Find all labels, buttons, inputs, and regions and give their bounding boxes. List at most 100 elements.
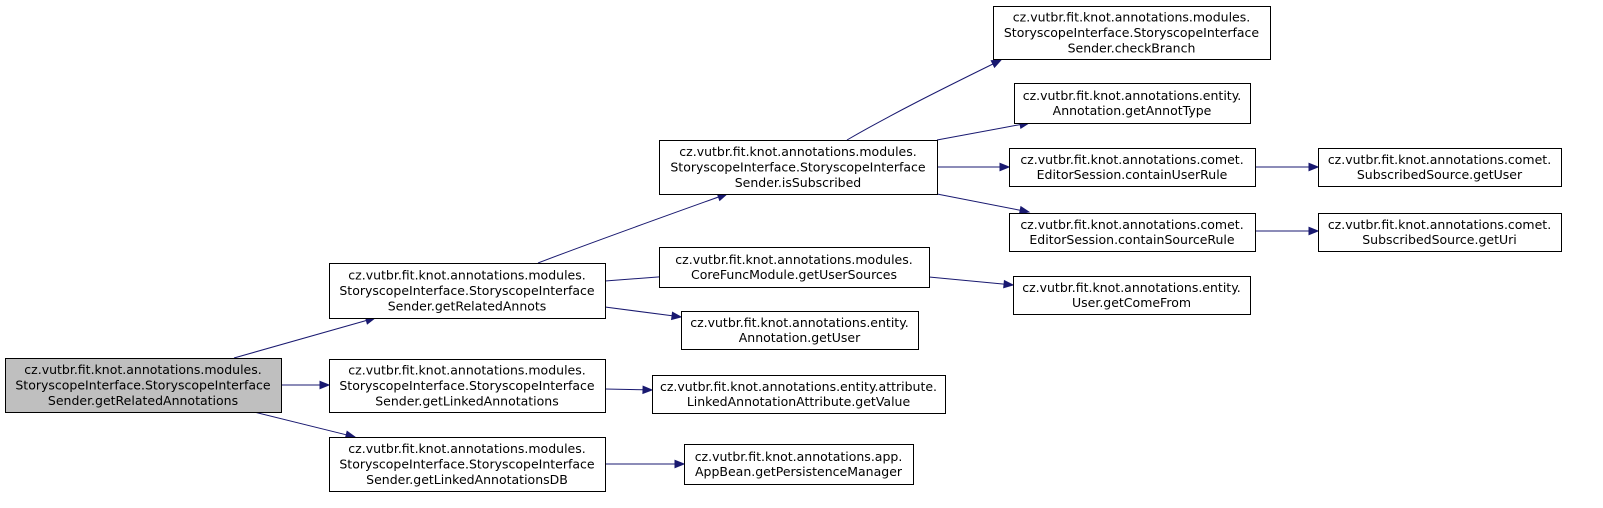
edge-root-to-getlinkedannotationsdb <box>253 411 357 439</box>
edge-arrowhead <box>1003 279 1015 289</box>
node-label-line: StoryscopeInterface.StoryscopeInterface <box>670 160 926 175</box>
node-label-line: StoryscopeInterface.StoryscopeInterface <box>339 378 595 393</box>
node-label-line: Sender.getRelatedAnnotations <box>48 393 238 408</box>
edge-line <box>928 276 1005 285</box>
edge-line <box>253 411 347 436</box>
node-box <box>1318 213 1562 252</box>
edge-containsourcerule-to-subscribedsource-geturi <box>1255 226 1320 236</box>
edge-arrowhead <box>674 459 686 469</box>
node-label-line: LinkedAnnotationAttribute.getValue <box>687 394 911 409</box>
node-box <box>659 247 930 288</box>
node-getlinkedannotationsdb[interactable]: cz.vutbr.fit.knot.annotations.modules.St… <box>329 437 606 492</box>
edge-issubscribed-to-checkbranch <box>846 59 1003 141</box>
node-subscribedsource-geturi[interactable]: cz.vutbr.fit.knot.annotations.comet.Subs… <box>1318 213 1562 252</box>
node-box <box>993 6 1271 60</box>
node-box <box>684 444 914 485</box>
node-label-line: cz.vutbr.fit.knot.annotations.comet. <box>1328 152 1551 167</box>
node-subscribedsource-getuser[interactable]: cz.vutbr.fit.knot.annotations.comet.Subs… <box>1318 148 1562 187</box>
node-getvalue[interactable]: cz.vutbr.fit.knot.annotations.entity.att… <box>652 375 946 414</box>
node-label-line: cz.vutbr.fit.knot.annotations.modules. <box>1013 10 1250 25</box>
node-getannottype[interactable]: cz.vutbr.fit.knot.annotations.entity.Ann… <box>1014 83 1251 124</box>
node-label-line: AppBean.getPersistenceManager <box>695 464 903 479</box>
node-box <box>681 311 919 350</box>
node-label-line: cz.vutbr.fit.knot.annotations.entity. <box>690 315 909 330</box>
edge-getlinkedannotationsdb-to-getpersistencemanager <box>605 459 686 469</box>
node-label-line: StoryscopeInterface.StoryscopeInterface <box>339 283 595 298</box>
node-label-line: Annotation.getAnnotType <box>1053 103 1212 118</box>
edge-arrowhead <box>671 311 683 321</box>
edge-issubscribed-to-containsourcerule <box>936 193 1031 215</box>
node-box <box>1009 213 1256 252</box>
edge-line <box>604 306 673 317</box>
edge-arrowhead <box>999 162 1011 172</box>
node-box <box>329 359 606 413</box>
node-label-line: User.getComeFrom <box>1072 295 1191 310</box>
edge-line <box>936 124 1021 141</box>
node-label-line: cz.vutbr.fit.knot.annotations.modules. <box>348 268 585 283</box>
node-getusersources[interactable]: cz.vutbr.fit.knot.annotations.modules.Co… <box>659 247 930 288</box>
edge-arrowhead <box>1308 226 1320 236</box>
edge-layer <box>233 59 1320 469</box>
node-box <box>659 140 938 195</box>
edge-line <box>233 320 367 359</box>
edge-line <box>604 388 644 391</box>
node-label-line: cz.vutbr.fit.knot.annotations.modules. <box>679 144 916 159</box>
node-box <box>1009 148 1256 187</box>
edge-line <box>936 193 1021 211</box>
node-label-line: cz.vutbr.fit.knot.annotations.entity. <box>1023 88 1242 103</box>
edge-line <box>604 276 662 282</box>
node-label-line: StoryscopeInterface.StoryscopeInterface <box>339 457 595 472</box>
edge-arrowhead <box>990 59 1003 69</box>
node-box <box>5 358 282 413</box>
edge-getrelatedannots-to-issubscribed <box>537 193 729 264</box>
node-label-line: Sender.isSubscribed <box>735 175 861 190</box>
edge-getusersources-to-getcomefrom <box>928 276 1015 289</box>
node-label-line: cz.vutbr.fit.knot.annotations.app. <box>695 449 903 464</box>
node-label-line: cz.vutbr.fit.knot.annotations.modules. <box>24 362 261 377</box>
node-label-line: Sender.getRelatedAnnots <box>388 298 547 313</box>
node-getpersistencemanager[interactable]: cz.vutbr.fit.knot.annotations.app.AppBea… <box>684 444 914 485</box>
node-getrelatedannots[interactable]: cz.vutbr.fit.knot.annotations.modules.St… <box>329 263 606 319</box>
edge-arrowhead <box>319 380 331 390</box>
node-layer: cz.vutbr.fit.knot.annotations.modules.St… <box>5 6 1562 492</box>
node-label-line: StoryscopeInterface.StoryscopeInterface <box>15 378 271 393</box>
node-label-line: cz.vutbr.fit.knot.annotations.comet. <box>1020 217 1243 232</box>
edge-root-to-getrelatedannots <box>233 316 377 359</box>
node-label-line: CoreFuncModule.getUserSources <box>691 267 897 282</box>
edge-arrowhead <box>1018 205 1031 215</box>
node-label-line: cz.vutbr.fit.knot.annotations.entity. <box>1022 280 1241 295</box>
node-box <box>329 263 606 319</box>
node-getlinkedannotations[interactable]: cz.vutbr.fit.knot.annotations.modules.St… <box>329 359 606 413</box>
node-issubscribed[interactable]: cz.vutbr.fit.knot.annotations.modules.St… <box>659 140 938 195</box>
node-label-line: Sender.getLinkedAnnotationsDB <box>366 472 568 487</box>
node-box <box>1014 83 1251 124</box>
edge-line <box>846 63 994 141</box>
edge-containuserrule-to-subscribedsource-getuser <box>1255 162 1320 172</box>
node-containuserrule[interactable]: cz.vutbr.fit.knot.annotations.comet.Edit… <box>1009 148 1256 187</box>
node-containsourcerule[interactable]: cz.vutbr.fit.knot.annotations.comet.Edit… <box>1009 213 1256 252</box>
node-label-line: cz.vutbr.fit.knot.annotations.modules. <box>675 252 912 267</box>
node-checkbranch[interactable]: cz.vutbr.fit.knot.annotations.modules.St… <box>993 6 1271 60</box>
node-label-line: StoryscopeInterface.StoryscopeInterface <box>1004 25 1260 40</box>
edge-getlinkedannotations-to-getvalue <box>604 385 654 395</box>
node-label-line: SubscribedSource.getUser <box>1357 167 1523 182</box>
edge-issubscribed-to-containuserrule <box>937 162 1011 172</box>
node-label-line: EditorSession.containUserRule <box>1037 167 1228 182</box>
node-root[interactable]: cz.vutbr.fit.knot.annotations.modules.St… <box>5 358 282 413</box>
node-label-line: SubscribedSource.getUri <box>1362 232 1517 247</box>
node-label-line: cz.vutbr.fit.knot.annotations.modules. <box>348 441 585 456</box>
edge-getrelatedannots-to-annotation-getuser <box>604 306 683 321</box>
node-label-line: cz.vutbr.fit.knot.annotations.comet. <box>1020 152 1243 167</box>
node-label-line: cz.vutbr.fit.knot.annotations.comet. <box>1328 217 1551 232</box>
edge-arrowhead <box>1308 162 1320 172</box>
node-getcomefrom[interactable]: cz.vutbr.fit.knot.annotations.entity.Use… <box>1013 276 1251 315</box>
node-box <box>1013 276 1251 315</box>
edge-line <box>537 196 719 264</box>
node-label-line: Annotation.getUser <box>739 330 861 345</box>
node-label-line: Sender.getLinkedAnnotations <box>375 393 559 408</box>
node-box <box>652 375 946 414</box>
node-label-line: EditorSession.containSourceRule <box>1029 232 1235 247</box>
node-annotation-getuser[interactable]: cz.vutbr.fit.knot.annotations.entity.Ann… <box>681 311 919 350</box>
edge-arrowhead <box>642 385 654 395</box>
